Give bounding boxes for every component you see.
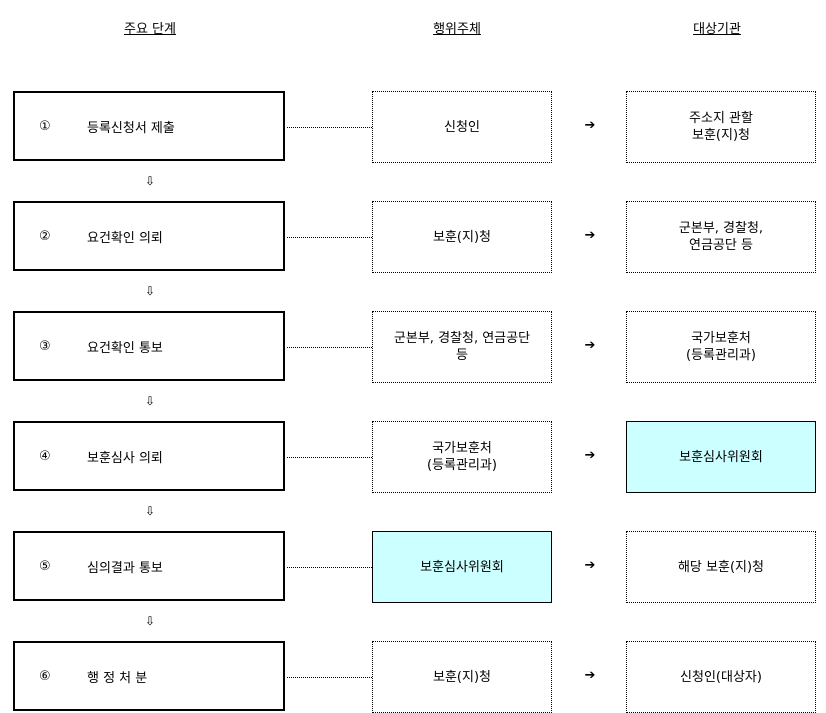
down-arrow-icon: ⇩	[144, 174, 156, 188]
header-targets: 대상기관	[693, 22, 741, 37]
target-text: 국가보훈처	[691, 331, 751, 346]
step-label: 행 정 처 분	[87, 670, 148, 686]
step-box: ⑤ 심의결과 통보	[13, 531, 285, 601]
step-box: ⑥ 행 정 처 분	[13, 641, 285, 711]
actor-text: 보훈심사위원회	[420, 559, 504, 575]
connector-line	[287, 347, 372, 348]
actor-box: 국가보훈처 (등록관리과)	[372, 421, 552, 493]
actor-text: 군본부, 경찰청, 연금공단	[393, 331, 531, 346]
actor-text: 국가보훈처	[432, 441, 492, 456]
target-box: 해당 보훈(지)청	[626, 531, 816, 603]
connector-line	[287, 237, 372, 238]
step-label: 심의결과 통보	[87, 560, 163, 576]
right-arrow-icon: ➔	[584, 118, 596, 133]
step-box: ④ 보훈심사 의뢰	[13, 421, 285, 491]
right-arrow-icon: ➔	[584, 448, 596, 463]
connector-line	[287, 567, 372, 568]
right-arrow-icon: ➔	[584, 338, 596, 353]
header-steps: 주요 단계	[124, 22, 176, 37]
target-box: 군본부, 경찰청, 연금공단 등	[626, 201, 816, 273]
connector-line	[287, 457, 372, 458]
actor-text: (등록관리과)	[427, 458, 497, 473]
target-text: 연금공단 등	[689, 238, 753, 253]
down-arrow-icon: ⇩	[144, 394, 156, 408]
actor-box-highlighted: 보훈심사위원회	[372, 531, 552, 603]
target-text: 보훈심사위원회	[679, 449, 763, 465]
target-text: 신청인(대상자)	[680, 669, 762, 685]
actor-text: 신청인	[444, 119, 480, 135]
step-number: ①	[39, 118, 51, 134]
header-actors: 행위주체	[433, 22, 481, 37]
step-number: ③	[39, 338, 51, 354]
step-number: ⑤	[39, 558, 51, 574]
step-box: ① 등록신청서 제출	[13, 91, 285, 161]
actor-text: 보훈(지)청	[433, 669, 491, 685]
target-text: (등록관리과)	[686, 348, 756, 363]
step-box: ③ 요건확인 통보	[13, 311, 285, 381]
actor-box: 보훈(지)청	[372, 641, 552, 713]
down-arrow-icon: ⇩	[144, 504, 156, 518]
connector-line	[287, 677, 372, 678]
step-number: ②	[39, 228, 51, 244]
target-text: 해당 보훈(지)청	[677, 559, 765, 575]
step-label: 요건확인 통보	[87, 340, 163, 356]
connector-line	[287, 127, 372, 128]
actor-text: 보훈(지)청	[433, 229, 491, 245]
step-label: 보훈심사 의뢰	[87, 450, 163, 466]
actor-text: 등	[456, 348, 468, 363]
target-text: 주소지 관할	[689, 111, 753, 126]
step-number: ⑥	[39, 668, 51, 684]
right-arrow-icon: ➔	[584, 228, 596, 243]
step-number: ④	[39, 448, 51, 464]
target-text: 보훈(지)청	[692, 128, 750, 143]
step-box: ② 요건확인 의뢰	[13, 201, 285, 271]
down-arrow-icon: ⇩	[144, 614, 156, 628]
down-arrow-icon: ⇩	[144, 284, 156, 298]
step-label: 요건확인 의뢰	[87, 230, 163, 246]
target-box: 국가보훈처 (등록관리과)	[626, 311, 816, 383]
right-arrow-icon: ➔	[584, 668, 596, 683]
actor-box: 보훈(지)청	[372, 201, 552, 273]
target-text: 군본부, 경찰청,	[678, 221, 764, 236]
step-label: 등록신청서 제출	[87, 120, 175, 136]
actor-box: 신청인	[372, 91, 552, 163]
target-box-highlighted: 보훈심사위원회	[626, 421, 816, 493]
right-arrow-icon: ➔	[584, 558, 596, 573]
target-box: 신청인(대상자)	[626, 641, 816, 713]
